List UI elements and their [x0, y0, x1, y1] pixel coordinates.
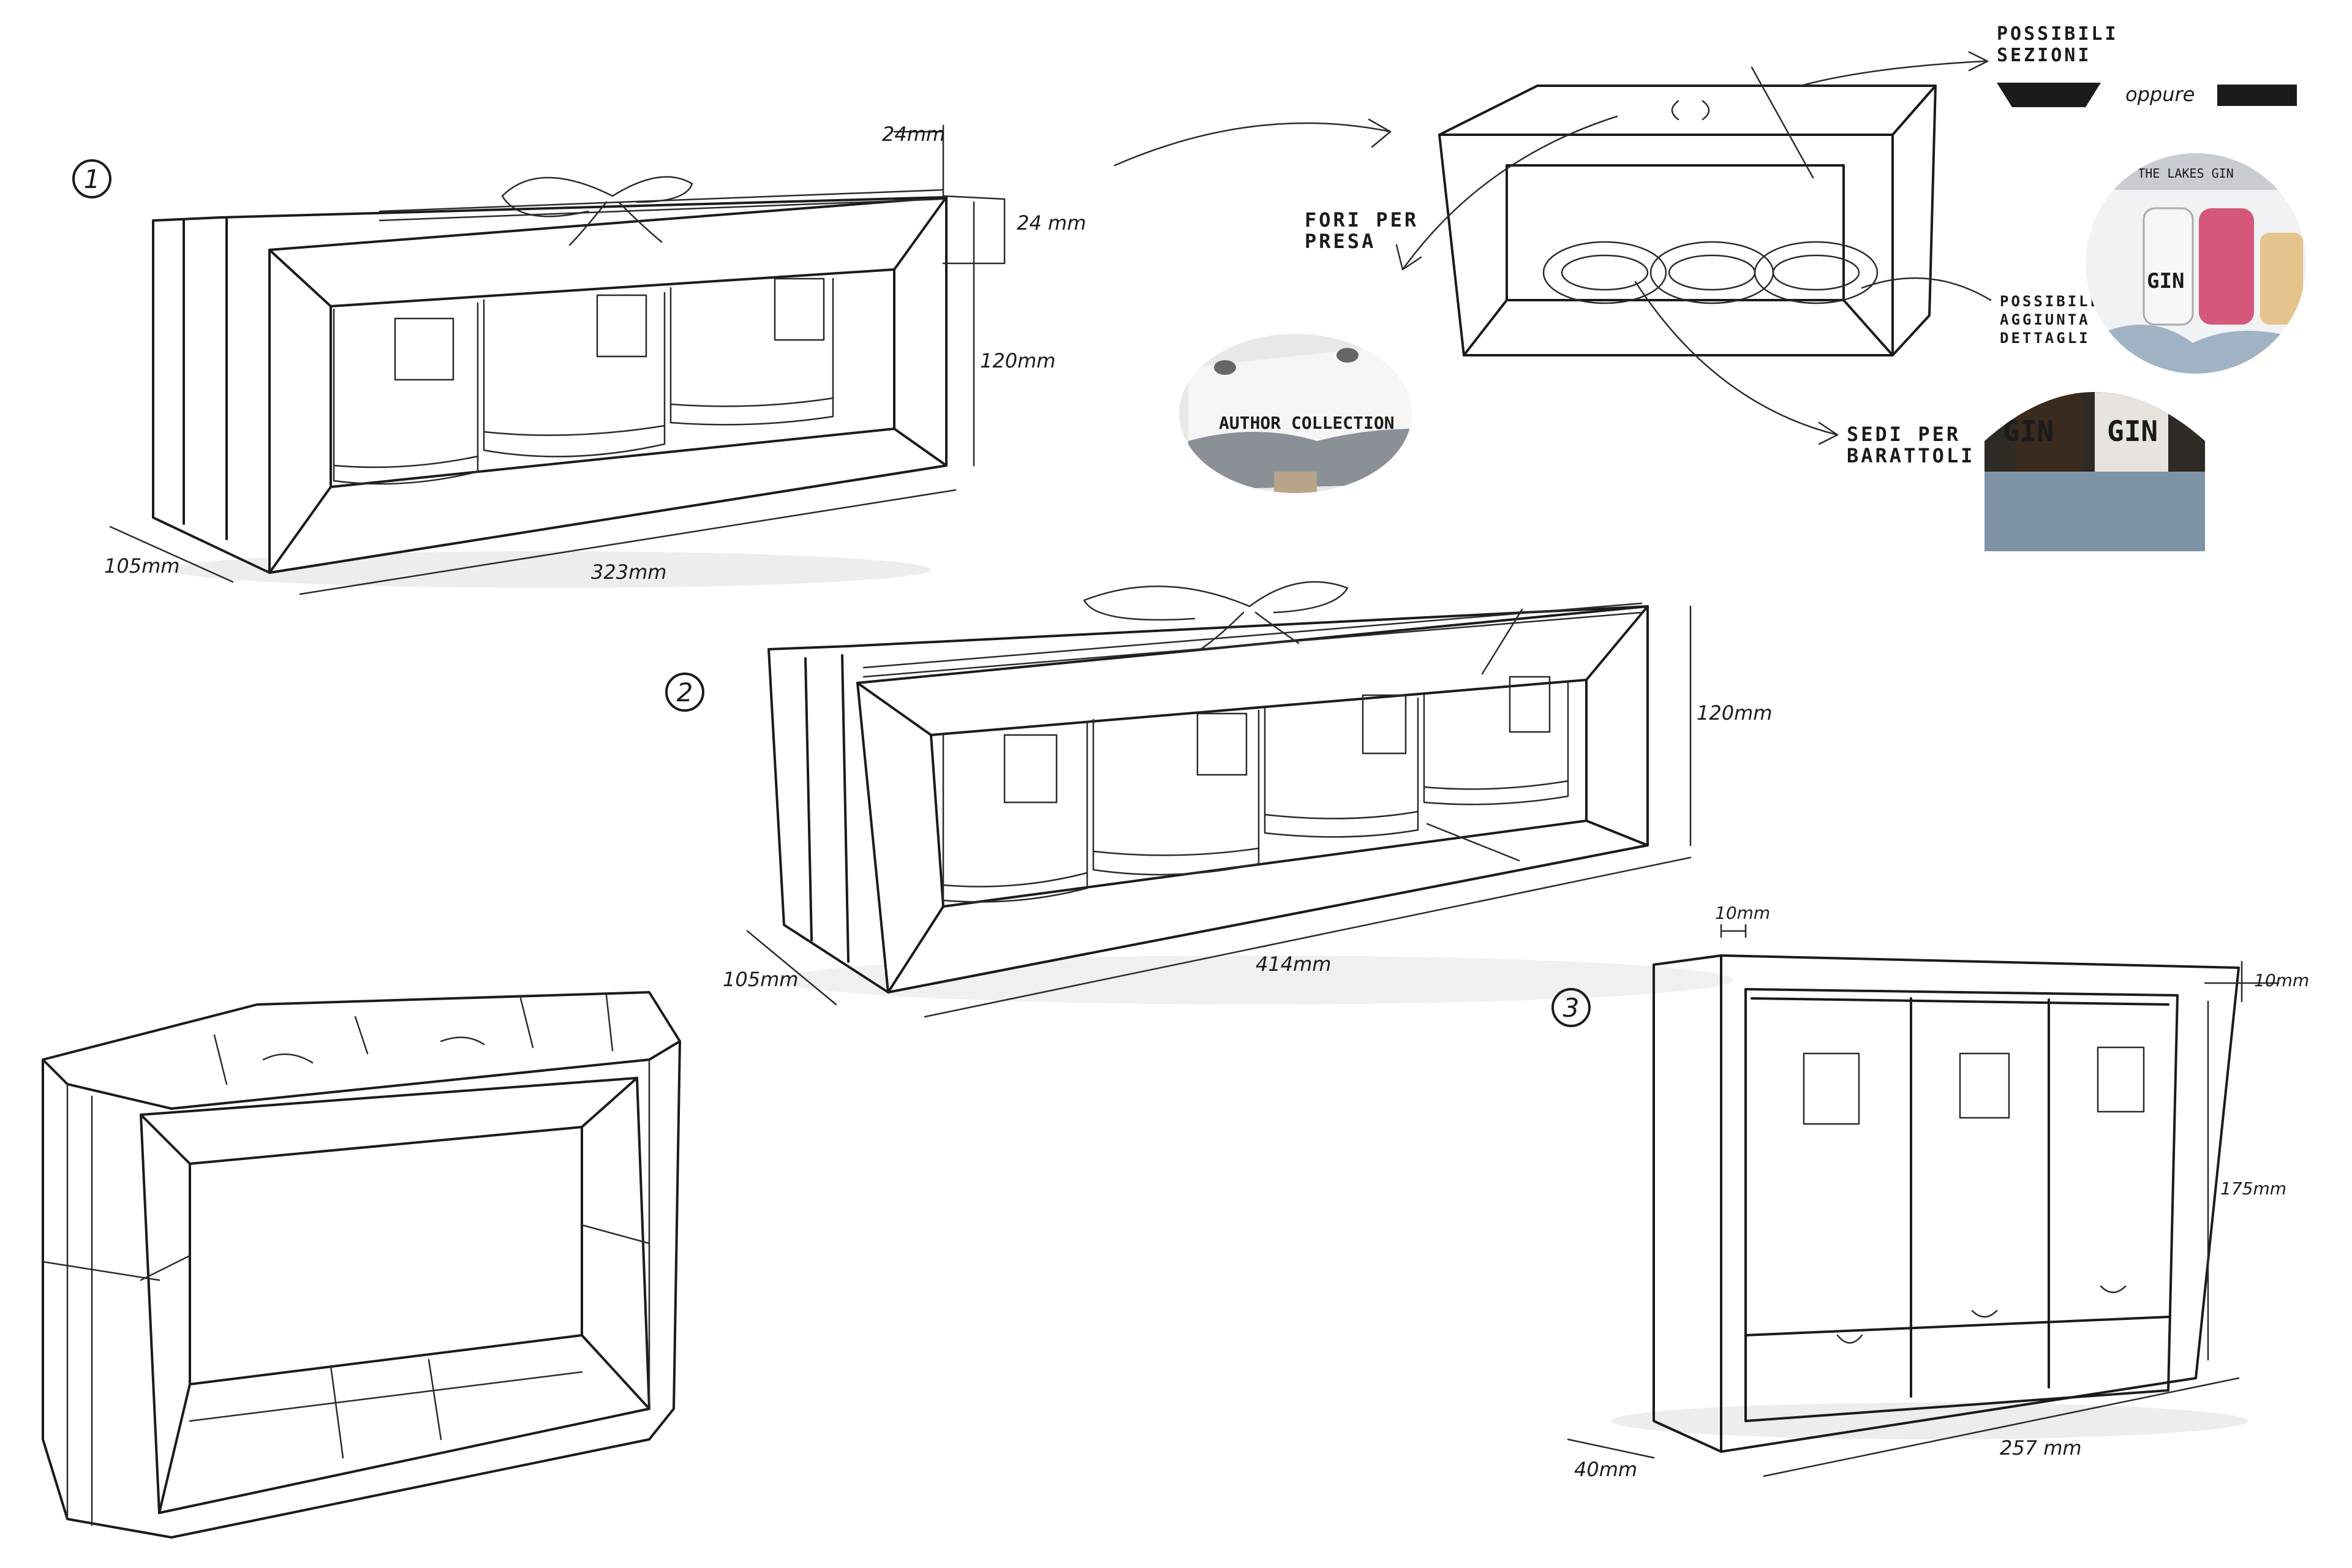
insert-detail-sketch: FORI PER PRESA POSSIBILI SEZIONI oppure … [1114, 23, 2297, 467]
concept-number-marker [72, 159, 111, 198]
dim-depth: 40mm [1574, 1458, 1637, 1481]
label-oppure: oppure [2125, 83, 2195, 106]
dim-width: 257 mm [2000, 1436, 2082, 1460]
dim-depth: 105mm [723, 968, 798, 991]
jar-row [333, 277, 834, 485]
ribbon-bow [862, 581, 1643, 678]
label-dettagli-2: AGGIUNTA [2000, 311, 2090, 328]
jar-row [942, 676, 1569, 903]
concept-number: 1 [84, 164, 100, 194]
jar-seats [1542, 241, 1879, 304]
concept-2-box: 2 [665, 581, 1772, 1018]
handle-photo-text: AUTHOR COLLECTION [1219, 413, 1395, 433]
concept-1-box: 1 [72, 123, 1086, 595]
dim-width: 414mm [1256, 952, 1331, 976]
label-sedi-1: SEDI PER [1847, 423, 1961, 446]
label-sezioni-2: SEZIONI [1997, 45, 2091, 66]
section-rectangle [2217, 85, 2297, 106]
section-trapezoid [1997, 83, 2101, 107]
gin-bottle-text: GIN [2147, 269, 2184, 293]
concept-3-box: 3 10mm 10mm 175mm 40mm 257 mm [1551, 903, 2309, 1481]
dim-frame-top: 10mm [2254, 970, 2309, 990]
handle-hole-photo: AUTHOR COLLECTION [1179, 334, 1412, 493]
label-fori-1: FORI PER [1305, 208, 1419, 232]
concept-number-marker [665, 673, 704, 712]
gin-shelf-photo: GIN GIN [1985, 392, 2205, 551]
concept-number: 2 [677, 677, 693, 707]
sleeve-structure-sketch [42, 991, 681, 1539]
gin-top-text: E OF THE LAKES GIN [2101, 166, 2234, 181]
concept-number-marker [1551, 988, 1591, 1027]
label-dettagli-1: POSSIBILE [2000, 293, 2101, 310]
dim-depth: 105mm [104, 554, 179, 578]
label-sezioni-1: POSSIBILI [1997, 23, 2119, 45]
dim-width: 323mm [591, 560, 666, 584]
label-sedi-2: BARATTOLI [1847, 444, 1975, 467]
gin-shelf-text-right: GIN [2107, 415, 2158, 448]
ribbon-bow [379, 176, 944, 246]
dim-top-band: 24mm [882, 123, 945, 146]
gin-bottles-photo: E OF THE LAKES GIN GIN [2086, 153, 2306, 374]
dim-band-offset: 24 mm [1017, 211, 1086, 235]
dim-height: 175mm [2220, 1178, 2286, 1199]
dim-height: 120mm [1697, 701, 1772, 725]
dim-frame-side: 10mm [1715, 903, 1770, 923]
gin-shelf-text-left: GIN [2003, 415, 2054, 448]
dim-height: 120mm [980, 349, 1055, 372]
label-dettagli-3: DETTAGLI [2000, 330, 2090, 347]
label-fori-2: PRESA [1305, 230, 1376, 253]
concept-number: 3 [1563, 993, 1580, 1023]
